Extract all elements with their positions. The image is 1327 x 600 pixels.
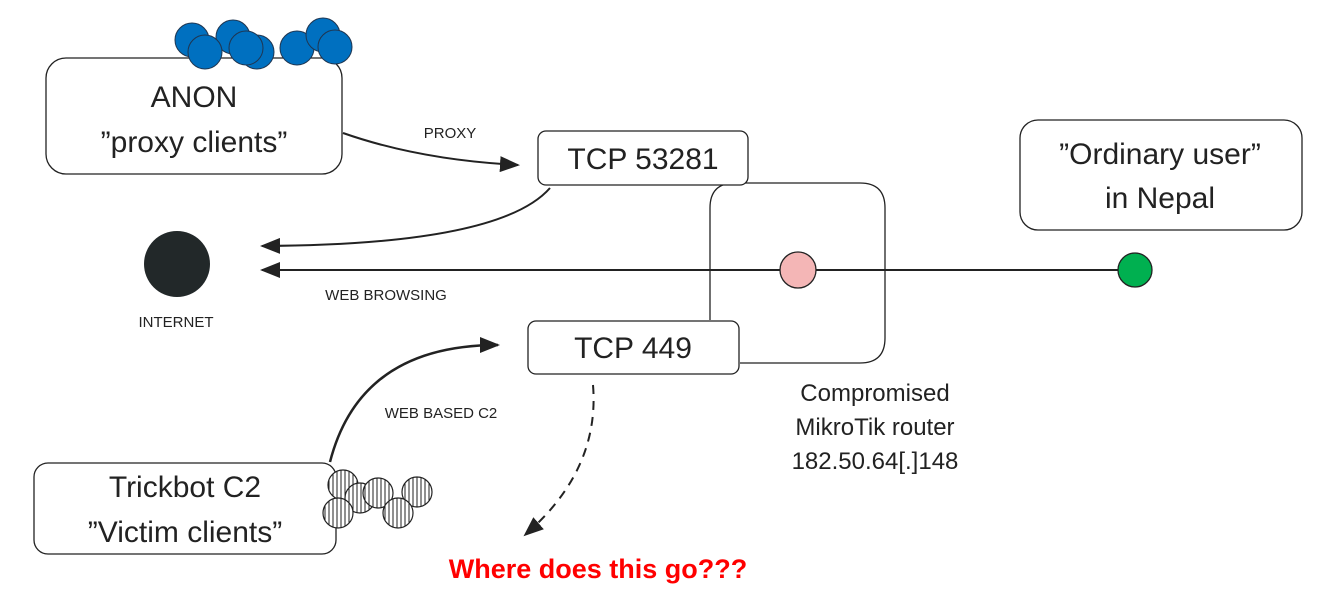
tcp-53281-label: TCP 53281 xyxy=(567,143,718,176)
anon-line2: ”proxy clients” xyxy=(101,126,288,159)
question-text: Where does this go??? xyxy=(449,554,748,584)
proxy-arrow xyxy=(342,132,520,173)
web-c2-label: WEB BASED C2 xyxy=(385,405,498,422)
ordinary-user-line2: in Nepal xyxy=(1105,182,1215,215)
proxy-label: PROXY xyxy=(424,125,477,142)
c2-arrow xyxy=(328,337,500,463)
router-line1: Compromised xyxy=(800,380,949,407)
tcp-449-label: TCP 449 xyxy=(574,332,692,365)
proxy-to-internet-arrow xyxy=(260,187,551,254)
trickbot-line1: Trickbot C2 xyxy=(109,471,261,504)
internet-label: INTERNET xyxy=(139,314,214,331)
web-browsing-label: WEB BROWSING xyxy=(325,287,447,304)
router-dot xyxy=(779,251,817,289)
trickbot-line2: ”Victim clients” xyxy=(88,516,282,549)
proxy-clients-icon xyxy=(174,17,353,70)
ordinary-user-box xyxy=(1019,119,1303,231)
tcp-53281-box xyxy=(537,130,749,186)
router-ip: 182.50.64[.]148 xyxy=(792,448,959,475)
unknown-destination-arrow xyxy=(523,384,595,537)
anon-line1: ANON xyxy=(151,81,238,114)
victim-clients-icon xyxy=(322,469,433,529)
internet-icon xyxy=(144,231,210,297)
ordinary-user-line1: ”Ordinary user” xyxy=(1059,138,1261,171)
tcp-449-box xyxy=(527,320,740,375)
user-dot xyxy=(1117,252,1153,288)
router-line2: MikroTik router xyxy=(795,414,954,441)
